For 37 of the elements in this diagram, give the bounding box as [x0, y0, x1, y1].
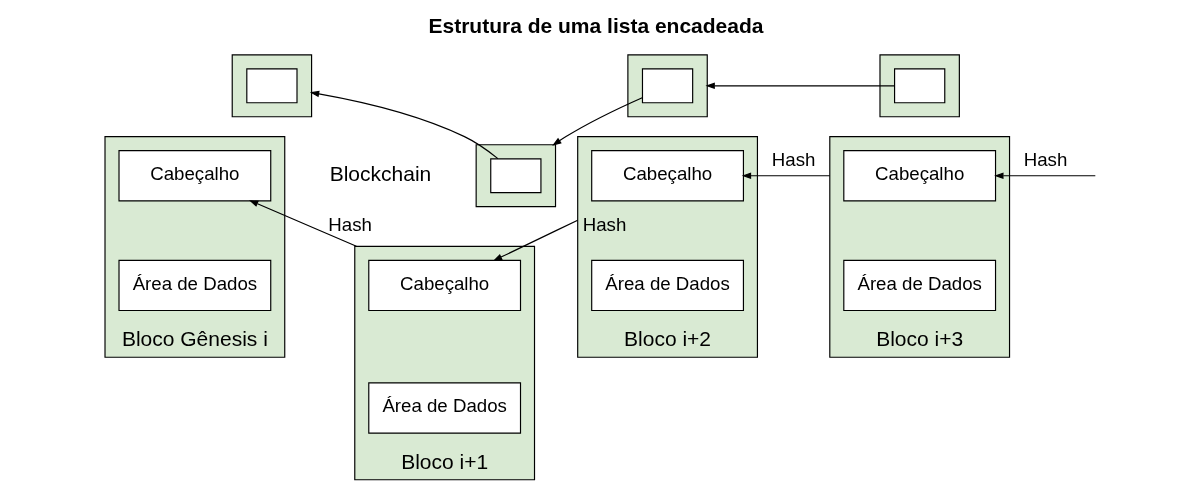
diagram-title: Estrutura de uma lista encadeada	[428, 14, 764, 38]
node-box: Cabeçalho	[368, 259, 522, 312]
node-box: Área de Dados	[591, 259, 744, 312]
node-box: Área de Dados	[118, 259, 272, 312]
cluster	[104, 136, 286, 358]
cluster	[627, 54, 708, 118]
node-label: Bloco i+2	[624, 327, 712, 351]
cluster	[577, 136, 759, 358]
cluster	[829, 136, 1011, 358]
node-box	[894, 68, 946, 104]
node-label: Bloco Gênesis i	[121, 327, 268, 351]
arrow	[552, 97, 643, 146]
node-label: Bloco i+1	[401, 449, 489, 473]
arrow	[309, 90, 499, 160]
node-box: Cabeçalho	[118, 150, 272, 202]
node-box	[490, 158, 542, 194]
arrow	[249, 200, 357, 247]
label: Blockchain	[329, 161, 432, 185]
node-box	[641, 68, 694, 104]
arrow	[705, 82, 895, 90]
edge-label: Hash	[328, 213, 372, 235]
arrow	[741, 172, 831, 179]
cluster	[475, 144, 557, 208]
edge-label: Hash	[771, 149, 816, 171]
edge-label: Hash	[1023, 149, 1068, 171]
node-box: Cabeçalho	[843, 150, 997, 202]
node-box	[246, 68, 298, 104]
node-label: Bloco i+3	[876, 327, 964, 351]
edge-label: Hash	[582, 213, 627, 235]
node-box: Área de Dados	[843, 259, 997, 312]
arrow	[492, 219, 579, 261]
arrow	[994, 172, 1096, 179]
node-box: Cabeçalho	[591, 150, 744, 202]
cluster	[354, 245, 536, 481]
node-box: Área de Dados	[368, 382, 522, 434]
cluster	[231, 54, 313, 118]
cluster	[879, 54, 960, 118]
